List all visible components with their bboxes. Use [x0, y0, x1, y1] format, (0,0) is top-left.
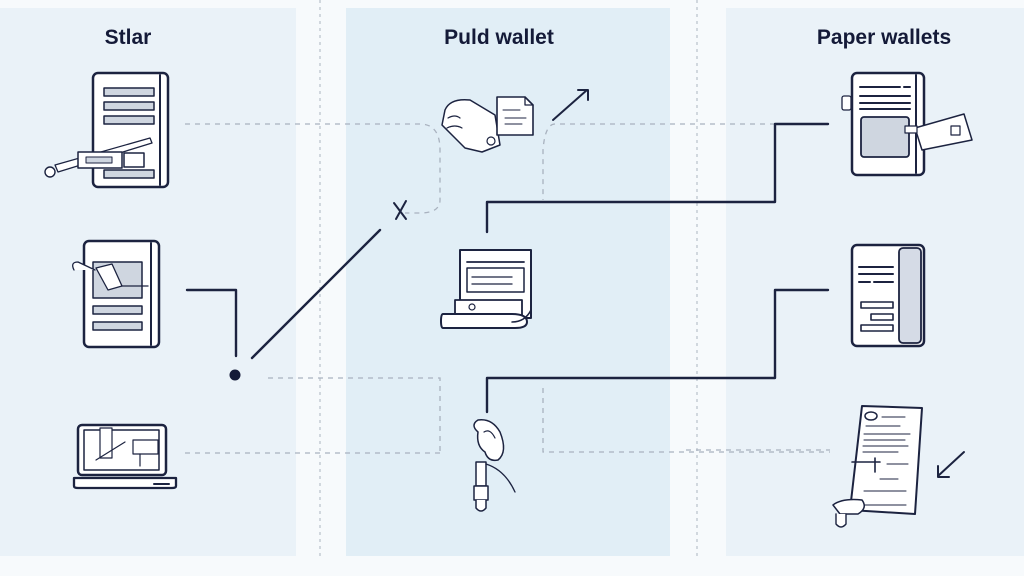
usb-key-icon — [473, 419, 516, 512]
documents-cluster-icon — [441, 96, 534, 153]
printed-receipt-icon — [440, 249, 532, 329]
arrow-up-right-icon — [552, 89, 589, 121]
junction-dot — [229, 369, 241, 381]
solid-connector — [185, 288, 238, 358]
column-title-stlar: Stlar — [104, 26, 152, 49]
diagonal-connector — [250, 228, 382, 360]
arrow-down-left-icon — [937, 451, 965, 478]
dashed-connector — [542, 388, 830, 453]
paper-wallet-notebook-icon — [841, 71, 973, 177]
paper-wallet-card-icon — [850, 243, 926, 348]
column-title-paper-wallets: Paper wallets — [816, 26, 952, 49]
laptop-icon — [72, 423, 178, 490]
column-title-puld-wallet: Puld wallet — [444, 26, 554, 49]
solid-connector — [485, 288, 830, 414]
dashed-connector — [542, 123, 556, 200]
booklet-with-card-icon — [72, 239, 161, 349]
cross-mark-icon — [393, 200, 407, 220]
solid-connector — [485, 122, 830, 234]
notebook-with-key-icon — [44, 71, 170, 189]
dashed-connector — [185, 123, 441, 214]
signed-document-icon — [832, 405, 923, 528]
dashed-connector — [268, 377, 441, 452]
